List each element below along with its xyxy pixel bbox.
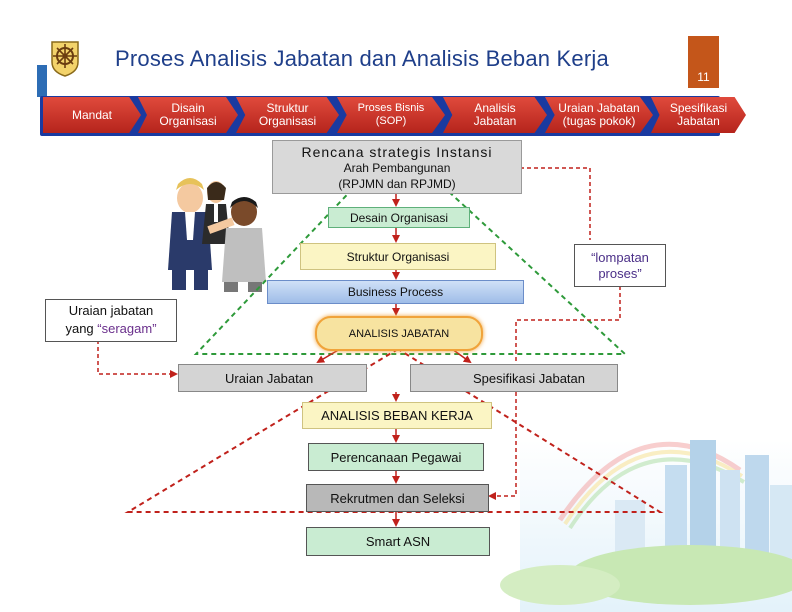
page-title: Proses Analisis Jabatan dan Analisis Beb… (115, 46, 609, 71)
seragam-line-2: yang “seragam” (46, 321, 176, 336)
desain-organisasi-box: Desain Organisasi (328, 207, 470, 228)
step-mandat: Mandat (43, 97, 141, 133)
struktur-organisasi-box: Struktur Organisasi (300, 243, 496, 270)
lompatan-connector-bottom (488, 286, 621, 500)
rencana-subtitle-1: Arah Pembangunan (343, 161, 451, 175)
seragam-highlight: “seragam” (97, 321, 157, 336)
step-spesifikasi-jabatan: Spesifikasi Jabatan (651, 97, 746, 133)
business-people-handshake-icon (168, 178, 266, 292)
seragam-connector (97, 340, 178, 378)
step-uraian-jabatan: Uraian Jabatan (tugas pokok) (545, 97, 653, 133)
spesifikasi-jabatan-box: Spesifikasi Jabatan (410, 364, 618, 392)
ship-wheel-emblem-icon (51, 41, 79, 77)
step-struktur-organisasi: Struktur Organisasi (236, 97, 339, 133)
step-analisis-jabatan: Analisis Jabatan (443, 97, 547, 133)
smart-asn-box: Smart ASN (306, 527, 490, 556)
city-illustration (500, 440, 792, 612)
rencana-subtitle-2: (RPJMN dan RPJMD) (338, 177, 456, 191)
header-accent-bar (37, 65, 47, 97)
flow-arrows (316, 192, 472, 527)
page-number-badge (688, 36, 719, 88)
rencana-strategis-box: Rencana strategis Instansi Arah Pembangu… (272, 140, 522, 194)
perencanaan-pegawai-box: Perencanaan Pegawai (308, 443, 484, 471)
analisis-beban-kerja-box: ANALISIS BEBAN KERJA (302, 402, 492, 429)
green-triangle (193, 141, 628, 355)
analisis-jabatan-box: ANALISIS JABATAN (315, 316, 483, 351)
lompatan-line-2: proses” (598, 266, 642, 281)
red-triangle (124, 347, 664, 513)
rencana-title: Rencana strategis Instansi (301, 144, 493, 160)
rekrutmen-seleksi-box: Rekrutmen dan Seleksi (306, 484, 489, 512)
step-proses-bisnis: Proses Bisnis (SOP) (337, 97, 445, 133)
business-process-box: Business Process (267, 280, 524, 304)
lompatan-connector-top (514, 164, 591, 240)
uraian-jabatan-box: Uraian Jabatan (178, 364, 367, 392)
step-disain-organisasi: Disain Organisasi (138, 97, 238, 133)
seragam-callout: Uraian jabatan yang “seragam” (45, 299, 177, 342)
page-number: 11 (697, 70, 710, 84)
lompatan-callout: “lompatan proses” (574, 244, 666, 287)
seragam-prefix: yang (65, 321, 98, 336)
lompatan-line-1: “lompatan (591, 250, 649, 265)
seragam-line-1: Uraian jabatan (68, 303, 154, 318)
